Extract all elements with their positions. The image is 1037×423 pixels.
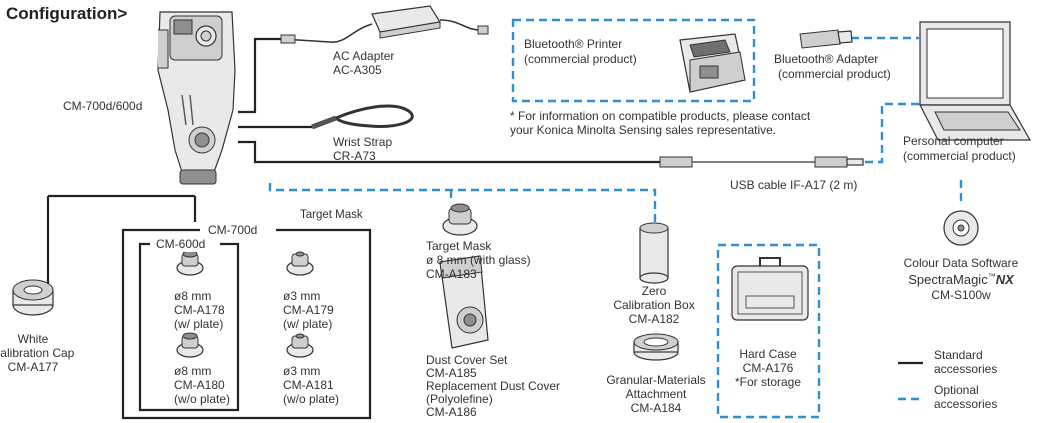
granular-attachment-icon (633, 333, 679, 361)
software-line1: Colour Data Software (904, 256, 1019, 270)
software-model: CM-S100w (931, 288, 991, 302)
usb-cable-label: USB cable IF-A17 (2 m) (730, 178, 857, 192)
mask-glass-line2: ø 8 mm (with glass) (426, 253, 531, 267)
dust-cover-line1: Dust Cover Set (426, 353, 508, 367)
note-line2: your Konica Minolta Sensing sales repres… (510, 123, 776, 137)
hard-case-line3: *For storage (735, 375, 801, 389)
granular-line2: Attachment (626, 387, 687, 401)
dust-cover-icon (439, 255, 489, 349)
dust-cover-line5: CM-A186 (426, 405, 477, 419)
laptop-icon (919, 21, 1032, 141)
ac-adapter-model: AC-A305 (333, 63, 382, 77)
optional-connection-lines (268, 18, 963, 419)
page-title: Configuration> (6, 4, 127, 23)
wrist-strap-model: CR-A73 (333, 149, 376, 163)
mask-1-note: (w/ plate) (283, 317, 332, 331)
software-brand: SpectraMagic™NX (908, 272, 1015, 287)
pc-line1: Personal computer (903, 134, 1004, 148)
mask-glass-line3: CM-A183 (426, 267, 477, 281)
legend-optional-1: Optional (934, 383, 979, 397)
standard-connection-lines (46, 37, 660, 420)
instrument-label: CM-700d/600d (63, 99, 142, 113)
spectrophotometer-icon (157, 11, 236, 185)
ac-adapter-icon (280, 5, 489, 44)
dust-cover-line2: CM-A185 (426, 366, 477, 380)
usb-adapter-icon (799, 29, 853, 49)
pc-line2: (commercial product) (903, 149, 1016, 163)
cm700d-label: CM-700d (208, 223, 257, 237)
note-line1: * For information on compatible products… (510, 109, 811, 123)
legend-standard-2: accessories (934, 362, 997, 376)
wrist-strap-icon (311, 104, 414, 130)
mask-0-model: CM-A178 (174, 303, 225, 317)
white-cap-line1: White (18, 332, 49, 346)
mask-2-size: ø8 mm (174, 364, 211, 378)
legend-optional-2: accessories (934, 397, 997, 411)
mask-glass-line1: Target Mask (426, 239, 492, 253)
mask-3-model: CM-A181 (283, 378, 334, 392)
mask-2-note: (w/o plate) (174, 392, 230, 406)
dust-cover-line4: (Polyolefine) (426, 392, 493, 406)
mask-0-note: (w/ plate) (174, 317, 223, 331)
hard-case-line2: CM-A176 (743, 361, 794, 375)
mask-3-size: ø3 mm (283, 364, 320, 378)
zero-box-line3: CM-A182 (629, 312, 680, 326)
dust-cover-line3: Replacement Dust Cover (426, 379, 560, 393)
mask-2-model: CM-A180 (174, 378, 225, 392)
legend: Standard accessories Optional accessorie… (898, 348, 997, 411)
bt-printer-line2: (commercial product) (524, 52, 637, 66)
hard-case-line1: Hard Case (739, 347, 797, 361)
granular-line3: CM-A184 (631, 401, 682, 415)
hard-case-icon (731, 257, 809, 321)
white-cap-line3: CM-A177 (8, 360, 59, 374)
zero-box-line2: Calibration Box (613, 298, 694, 312)
wrist-strap-name: Wrist Strap (333, 135, 392, 149)
bt-adapter-line1: Bluetooth® Adapter (774, 52, 878, 66)
legend-standard-1: Standard (934, 348, 983, 362)
white-cap-line2: Calibration Cap (0, 346, 75, 360)
ac-adapter-name: AC Adapter (333, 49, 394, 63)
target-mask-title: Target Mask (300, 209, 363, 221)
mask-0-size: ø8 mm (174, 289, 211, 303)
cd-icon (943, 210, 979, 246)
calibration-cap-icon (12, 279, 54, 316)
printer-icon (679, 33, 746, 93)
zero-box-icon (639, 222, 669, 284)
cm600d-label: CM-600d (156, 237, 205, 251)
bt-adapter-line2: (commercial product) (778, 67, 891, 81)
mask-1-model: CM-A179 (283, 303, 334, 317)
usb-cable-icon (659, 156, 864, 168)
granular-line1: Granular-Materials (606, 373, 705, 387)
zero-box-line1: Zero (642, 284, 667, 298)
bt-printer-line1: Bluetooth® Printer (524, 37, 622, 51)
mask-1-size: ø3 mm (283, 289, 320, 303)
mask-3-note: (w/o plate) (283, 392, 339, 406)
